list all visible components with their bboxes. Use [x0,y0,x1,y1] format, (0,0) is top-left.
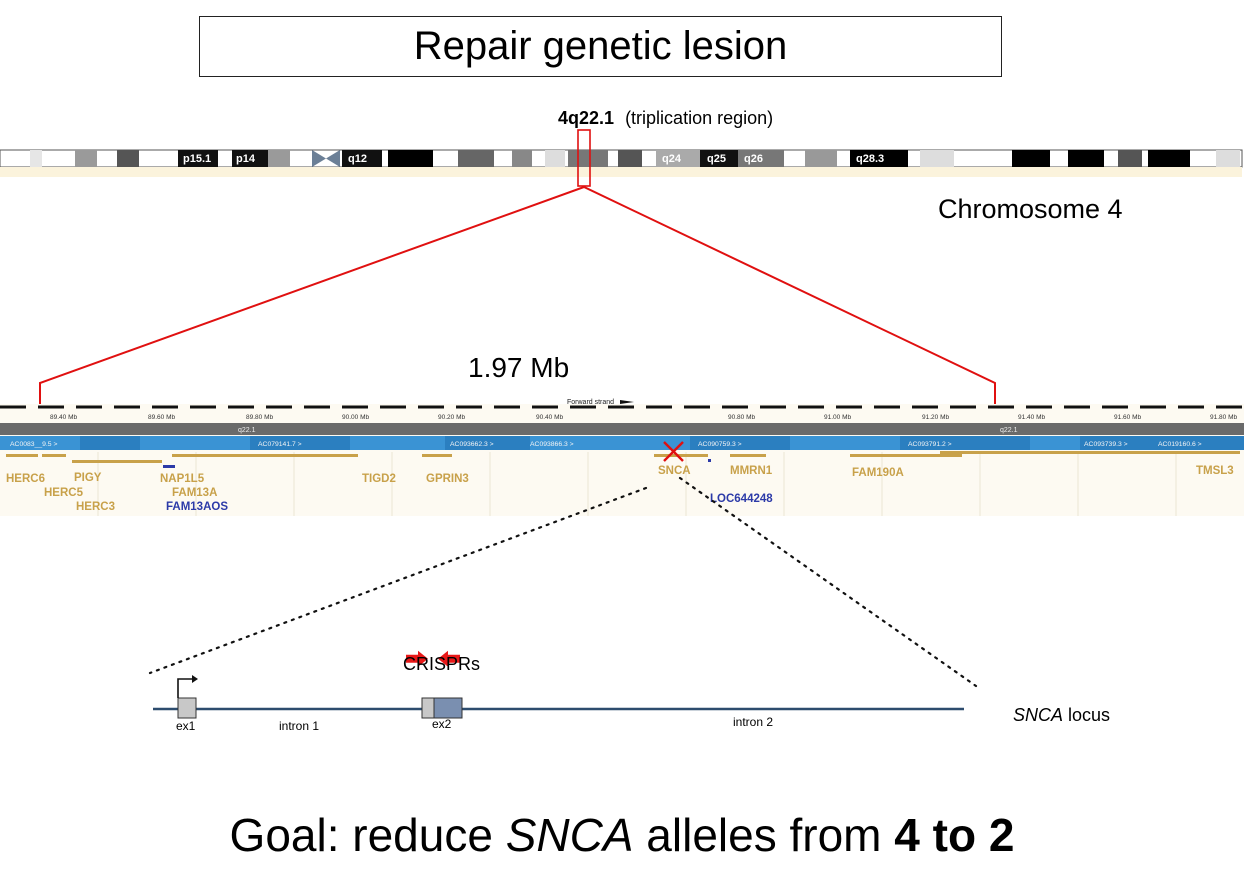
exon2-left-box [421,697,435,719]
band-tag-p15-1: p15.1 [183,153,211,165]
tick-1: 89.60 Mb [148,414,175,421]
tick-2: 89.80 Mb [246,414,273,421]
goal-gene: SNCA [505,809,634,861]
chromosome-ideogram: p15.1 p14 q12 q24 q25 q26 q28.3 [0,129,1243,187]
gene-loc644248: LOC644248 [710,493,773,505]
goal-prefix: Goal: reduce [229,809,506,861]
band-tag: q22.1 [238,427,256,434]
contig-2: AC093662.3 > [450,441,494,448]
tick-7: 91.00 Mb [824,414,851,421]
band-label: 4q22.1 (triplication region) [558,108,773,129]
zoom-lines [39,185,996,440]
tick-3: 90.00 Mb [342,414,369,421]
locus-suffix: locus [1063,705,1111,725]
lesion-x-mark [663,441,684,462]
region-size-label: 1.97 Mb [468,352,570,383]
intron1-label: intron 1 [279,719,319,733]
band-note: (triplication region) [625,108,774,128]
gene-pigy: PIGY [74,472,102,484]
locus-zoom-lines [148,476,978,688]
band-tag-q26: q26 [744,153,763,165]
gene-herc3: HERC3 [76,501,115,513]
goal-middle: alleles from [633,809,895,861]
gene-fam13a: FAM13A [172,487,217,499]
band-tag-p14: p14 [236,153,256,165]
gene-mmrn1: MMRN1 [730,465,773,477]
gene-tigd2: TIGD2 [362,473,396,485]
gene-tmsl3: TMSL3 [1196,465,1234,477]
band-tag-q12: q12 [348,153,367,165]
contig-1: AC079141.7 > [258,441,302,448]
band-tag-q24: q24 [662,153,682,165]
band-name: 4q22.1 [558,108,615,128]
band-tag-right: q22.1 [1000,427,1018,434]
crispr-arrow-right-icon [406,650,428,667]
gene-nap1l5: NAP1L5 [160,473,205,485]
gene-fam190a: FAM190A [852,467,904,479]
strand-label: Forward strand [567,399,614,406]
contig-7: AC019160.6 > [1158,441,1202,448]
gene-gprin3: GPRIN3 [426,473,469,485]
gene-herc6: HERC6 [6,473,45,485]
exon1-label: ex1 [176,719,196,733]
snca-locus: ex1 intron 1 ex2 intron 2 [153,650,964,733]
locus-gene: SNCA [1013,705,1064,725]
locus-label: SNCA locus [1013,705,1110,726]
tss-arrow-icon [177,678,192,698]
tick-0: 89.40 Mb [50,414,77,421]
gene-fam13aos: FAM13AOS [166,501,228,513]
tick-9: 91.40 Mb [1018,414,1045,421]
band-tag-q25: q25 [707,153,726,165]
tick-5: 90.40 Mb [536,414,563,421]
goal-statement: Goal: reduce SNCA alleles from 4 to 2 [0,808,1244,862]
exon1-box [177,697,197,719]
contig-0: AC0083__9.5 > [10,441,57,448]
crispr-arrow-left-icon [438,650,460,667]
slide-title: Repair genetic lesion [413,24,788,68]
contig-3: AC093866.3 > [530,441,574,448]
exon2-right-box [433,697,463,719]
contig-4: AC090759.3 > [698,441,742,448]
band-tag-q28-3: q28.3 [856,153,884,165]
tick-6: 90.80 Mb [728,414,755,421]
gene-snca: SNCA [658,465,691,477]
goal-bold: 4 to 2 [894,809,1015,861]
slide-title-box: Repair genetic lesion [199,16,1002,77]
contig-5: AC093791.2 > [908,441,952,448]
genome-browser: Forward strand 89.40 Mb 89.60 Mb 89.80 M… [0,399,1244,516]
tick-10: 91.60 Mb [1114,414,1141,421]
crispr-label: CRISPRs [403,654,481,674]
tick-4: 90.20 Mb [438,414,465,421]
chromosome-title: Chromosome 4 [938,194,1123,224]
intron2-label: intron 2 [733,715,773,729]
gene-herc5: HERC5 [44,487,84,499]
tick-8: 91.20 Mb [922,414,949,421]
tick-11: 91.80 Mb [1210,414,1237,421]
contig-6: AC093739.3 > [1084,441,1128,448]
exon2-label: ex2 [432,717,452,731]
